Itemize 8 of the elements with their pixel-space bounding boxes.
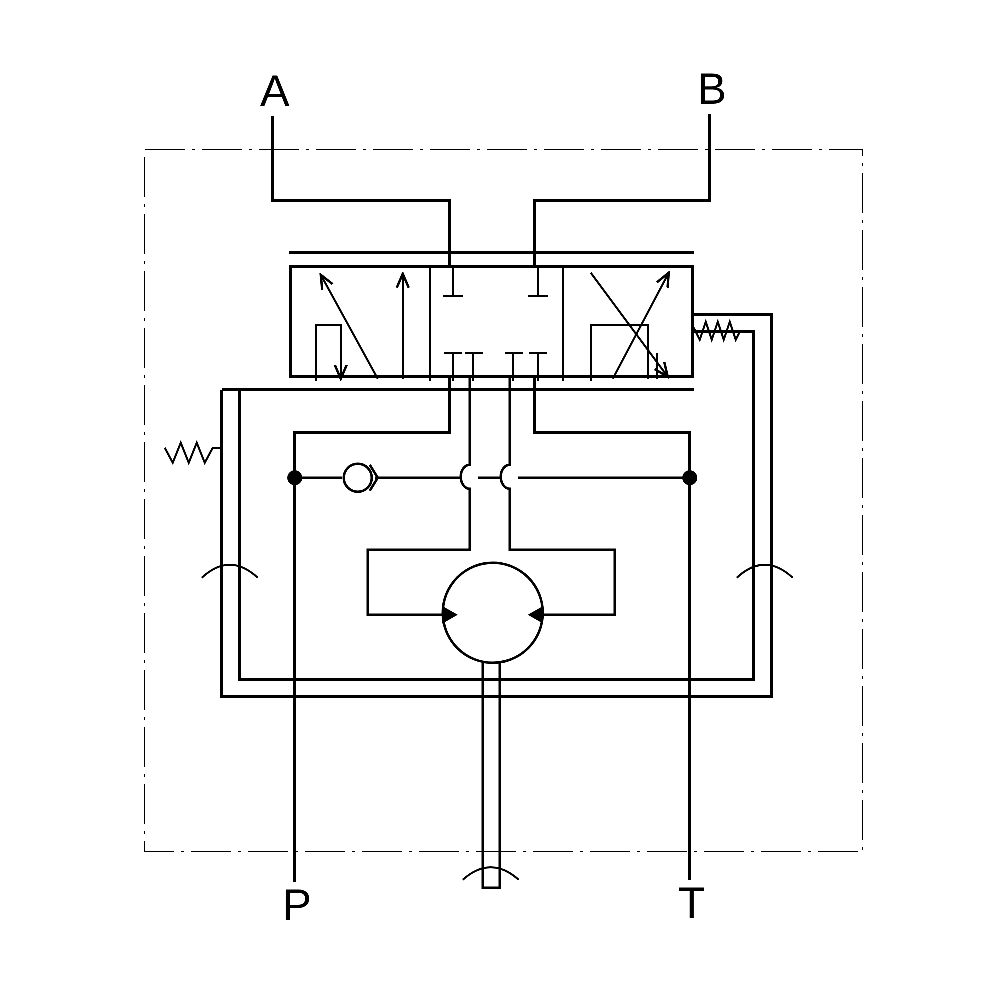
hydraulic-line <box>294 378 452 882</box>
port-label: P <box>277 882 317 930</box>
port-label: B <box>692 66 732 114</box>
port-label: A <box>255 68 295 116</box>
hydraulic-line <box>534 114 712 265</box>
hydraulic-line <box>534 378 692 880</box>
hydraulic-line <box>272 116 452 265</box>
port-label: T <box>672 880 712 928</box>
